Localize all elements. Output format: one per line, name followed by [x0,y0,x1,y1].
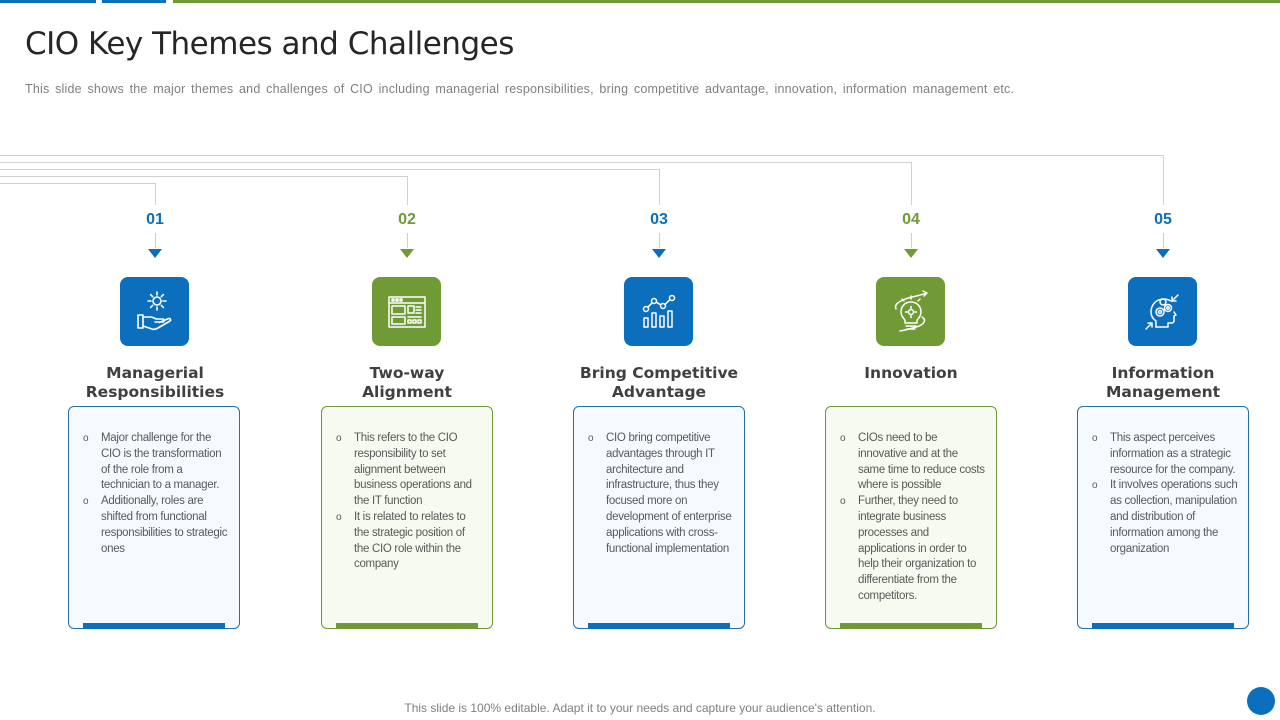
card-accent-bar [588,623,730,629]
footer-note: This slide is 100% editable. Adapt it to… [404,701,876,715]
corner-circle-icon [1247,687,1275,715]
arrow-down-icon [400,249,414,258]
arrow-down-icon [1156,249,1170,258]
step-number: 02 [398,211,416,228]
dashboard-layout-icon [372,277,441,346]
theme-heading: Innovation [864,364,958,382]
card-accent-bar [336,623,478,629]
arrow-down-icon [148,249,162,258]
step-number: 05 [1154,211,1172,228]
lightbulb-gear-icon [876,277,945,346]
top-accent-bar-1 [0,0,96,3]
step-number: 01 [146,211,164,228]
card-accent-bar [1092,623,1234,629]
card-accent-bar [840,623,982,629]
arrow-down-icon [904,249,918,258]
head-gears-icon [1128,277,1197,346]
step-number: 03 [650,211,668,228]
top-accent-bar-3 [173,0,1280,3]
growth-chart-icon [624,277,693,346]
top-accent-bar-2 [102,0,166,3]
card-accent-bar [83,623,225,629]
step-number: 04 [902,211,920,228]
page-title: CIO Key Themes and Challenges [25,26,514,62]
arrow-down-icon [652,249,666,258]
page-subtitle: This slide shows the major themes and ch… [25,82,1015,96]
hand-gear-icon [120,277,189,346]
